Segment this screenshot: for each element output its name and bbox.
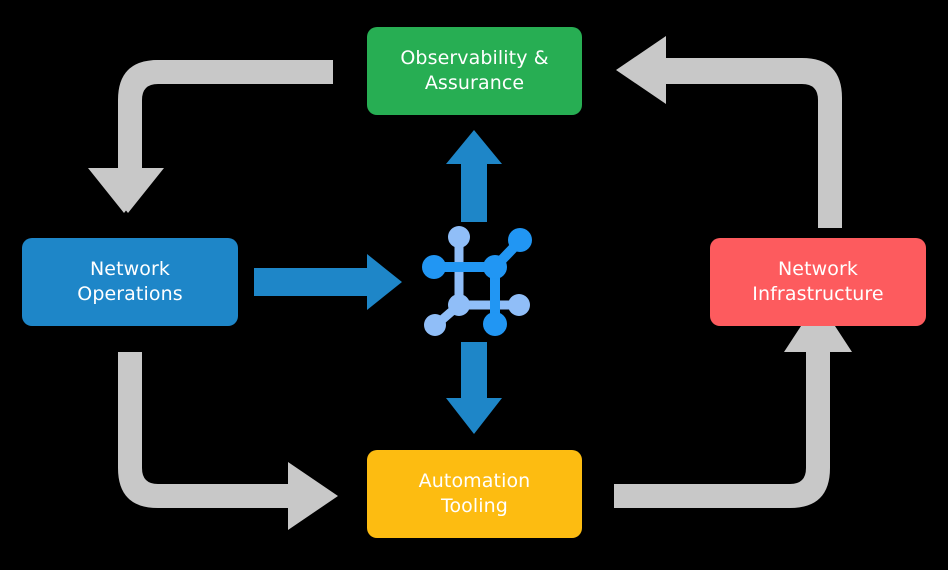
gray-arrow-infrastructure-to-observability [616, 36, 842, 228]
blue-arrow-operations-to-center [254, 254, 402, 310]
node-label-network-infrastructure-line1: Network [777, 257, 858, 280]
node-box-network-infrastructure[interactable]: Network Infrastructure [710, 238, 926, 326]
node-label-automation-tooling: Automation Tooling [419, 469, 531, 519]
node-label-observability-line1: Observability & [400, 46, 549, 69]
node-label-automation-tooling-line2: Tooling [440, 495, 508, 517]
node-label-automation-tooling-line1: Automation [418, 469, 531, 492]
node-label-network-operations-line2: Operations [77, 283, 183, 305]
network-topology-icon [422, 226, 532, 336]
gray-arrow-observability-to-operations-shape [92, 60, 333, 213]
node-label-network-infrastructure: Network Infrastructure [752, 257, 883, 307]
blue-arrow-center-to-observability [446, 130, 502, 222]
blue-arrow-center-to-automation [446, 342, 502, 434]
gray-arrow-operations-to-automation [118, 352, 338, 530]
node-label-network-operations: Network Operations [77, 257, 182, 307]
node-label-network-infrastructure-line2: Infrastructure [752, 283, 884, 305]
node-label-observability-line2: Assurance [424, 72, 525, 94]
node-box-network-operations[interactable]: Network Operations [22, 238, 238, 326]
node-label-observability: Observability & Assurance [400, 46, 548, 96]
gray-arrow-automation-to-infrastructure [614, 300, 852, 508]
node-box-observability[interactable]: Observability & Assurance [367, 27, 582, 115]
node-label-network-operations-line1: Network [89, 257, 171, 280]
node-box-automation-tooling[interactable]: Automation Tooling [367, 450, 582, 538]
